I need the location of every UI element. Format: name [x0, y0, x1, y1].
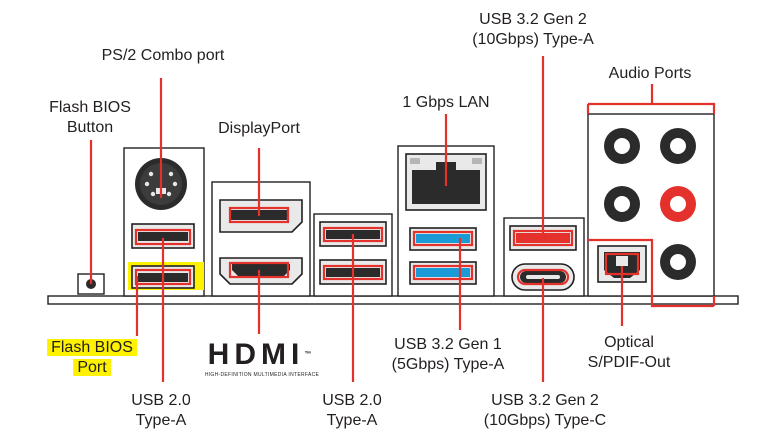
callout-audio-top: [588, 84, 716, 114]
label-flash-bios-button: Flash BIOS Button: [49, 98, 131, 138]
callout-usb20-left-box-bottom: [134, 268, 192, 286]
hdmi-logo-trademark: ™: [304, 351, 317, 358]
label-usb20-left-line2: Type-A: [135, 412, 187, 429]
label-ps2-text: PS/2 Combo port: [101, 47, 225, 64]
label-ps2: PS/2 Combo port: [102, 46, 225, 66]
audio-jack-icon: [660, 128, 696, 164]
label-optical-line1: Optical: [604, 334, 654, 351]
label-displayport: DisplayPort: [218, 119, 300, 139]
label-usb32-gen1-line2: (5Gbps) Type-A: [391, 356, 505, 373]
label-usb32-gen2-typea: USB 3.2 Gen 2 (10Gbps) Type-A: [472, 10, 594, 50]
audio-jack-icon: [604, 128, 640, 164]
label-displayport-text: DisplayPort: [218, 120, 300, 137]
label-flash-bios-port-line2: Port: [73, 359, 111, 376]
label-usb32-gen1: USB 3.2 Gen 1 (5Gbps) Type-A: [392, 335, 505, 375]
label-usb20-left: USB 2.0 Type-A: [131, 391, 191, 431]
hdmi-port-icon: [219, 257, 303, 285]
callout-lines: [89, 56, 716, 382]
audio-jack-icon: [660, 244, 696, 280]
io-shield-baseline: [47, 295, 739, 305]
label-usb32-gen1-line1: USB 3.2 Gen 1: [394, 336, 502, 353]
callout-audio-bottom: [588, 238, 714, 308]
label-audio: Audio Ports: [609, 64, 692, 84]
label-usb32-gen2-typea-line2: (10Gbps) Type-A: [472, 31, 594, 48]
callout-hdmi-box: [228, 261, 290, 279]
label-flash-bios-port-line1: Flash BIOS: [47, 339, 137, 356]
callout-usb20-left-box-top: [134, 228, 192, 246]
usb-a-port-icon: [128, 262, 204, 290]
label-usb32-gen2-typec-line2: (10Gbps) Type-C: [483, 412, 607, 429]
label-optical-line2: S/PDIF-Out: [587, 354, 671, 371]
audio-jack-icon: [660, 186, 696, 222]
audio-jack-icon: [604, 186, 640, 222]
label-usb32-gen2-typec: USB 3.2 Gen 2 (10Gbps) Type-C: [484, 391, 606, 431]
label-audio-text: Audio Ports: [608, 65, 692, 82]
video-stack: [211, 181, 311, 297]
hdmi-logo-word: HDMI: [207, 338, 305, 371]
label-lan: 1 Gbps LAN: [402, 93, 489, 113]
callout-dp-box: [228, 206, 290, 224]
hdmi-logo-tagline: HIGH-DEFINITION MULTIMEDIA INTERFACE: [204, 372, 320, 378]
label-lan-text: 1 Gbps LAN: [402, 94, 490, 111]
label-usb32-gen2-typea-line1: USB 3.2 Gen 2: [479, 11, 587, 28]
displayport-port-icon: [219, 199, 303, 233]
hdmi-logo: HDMI™ HIGH-DEFINITION MULTIMEDIA INTERFA…: [204, 338, 320, 379]
label-optical: Optical S/PDIF-Out: [588, 333, 671, 373]
label-usb20-mid: USB 2.0 Type-A: [322, 391, 382, 431]
label-flash-bios-button-line2: Button: [66, 119, 114, 136]
label-flash-bios-port: Flash BIOS Port: [47, 338, 137, 378]
label-usb20-mid-line2: Type-A: [326, 412, 378, 429]
label-flash-bios-button-line1: Flash BIOS: [49, 99, 131, 116]
label-usb20-left-line1: USB 2.0: [131, 392, 191, 409]
label-usb32-gen2-typec-line1: USB 3.2 Gen 2: [491, 392, 599, 409]
label-usb20-mid-line1: USB 2.0: [322, 392, 382, 409]
